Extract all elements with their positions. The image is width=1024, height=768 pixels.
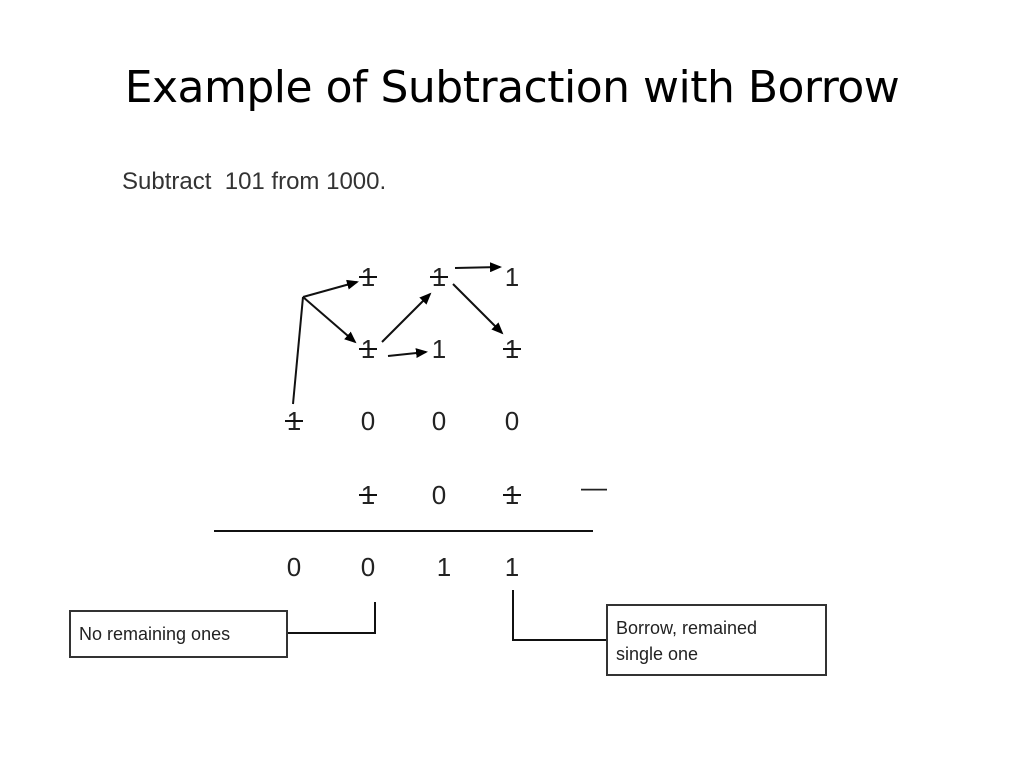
minuend-digit-ones: 0 <box>505 406 519 436</box>
note-box-borrow-remained <box>606 604 827 676</box>
problem-statement: Subtract 101 from 1000. <box>122 168 387 195</box>
note-no-remaining-ones: No remaining ones <box>79 624 230 644</box>
borrow-arrow-up <box>292 296 304 405</box>
borrow-arrow <box>387 348 428 359</box>
borrow-arrow <box>302 296 357 344</box>
borrow-arrow <box>302 279 359 298</box>
borrow-row2-digit-tens: 1 <box>432 334 446 364</box>
note-borrow-remained-line2: single one <box>616 644 698 664</box>
note-box-no-remaining-ones <box>69 610 288 658</box>
subtrahend-digit-tens: 0 <box>432 480 446 510</box>
borrow-arrow <box>381 292 432 343</box>
minuend-digit-hundreds: 0 <box>361 406 375 436</box>
minus-operator: — <box>581 472 607 502</box>
result-digit-tens: 1 <box>437 552 451 582</box>
note-borrow-remained-line1: Borrow, remained <box>616 618 757 638</box>
left-callout-connector <box>287 602 376 634</box>
right-callout-connector <box>512 590 607 641</box>
result-digit-thousands: 0 <box>287 552 301 582</box>
slide-title: Example of Subtraction with Borrow <box>124 62 900 113</box>
borrow-arrow <box>454 262 502 273</box>
result-digit-ones: 1 <box>505 552 519 582</box>
borrow-row1-digit-ones: 1 <box>505 262 519 292</box>
borrow-arrow <box>452 283 504 335</box>
minuend-digit-tens: 0 <box>432 406 446 436</box>
result-digit-hundreds: 0 <box>361 552 375 582</box>
